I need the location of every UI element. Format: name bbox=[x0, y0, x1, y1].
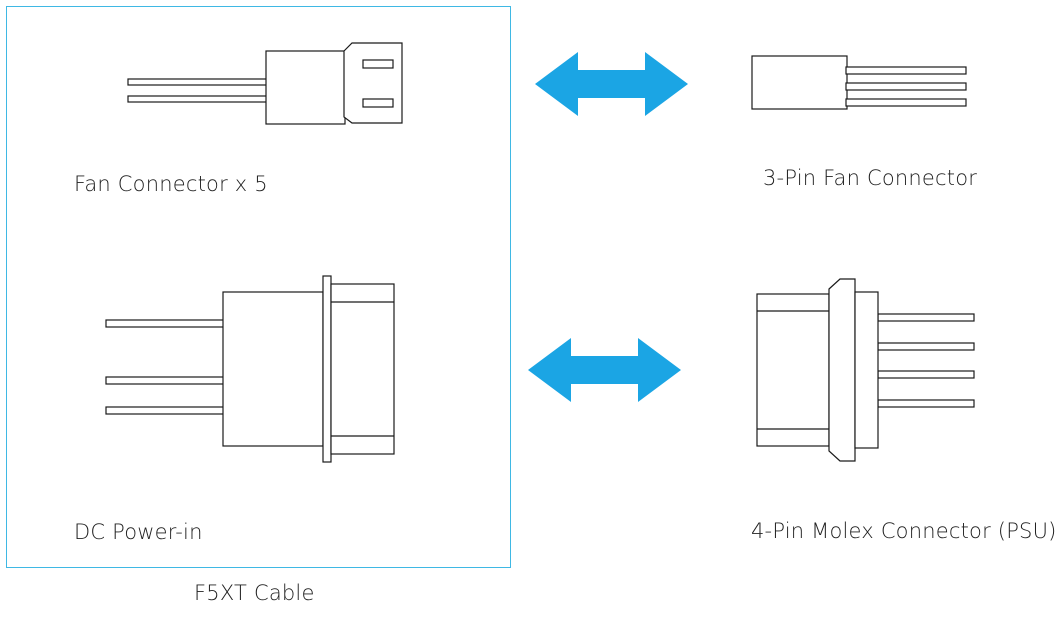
three-pin-body bbox=[751, 55, 848, 110]
dc-power-in-label: DC Power-in bbox=[74, 520, 203, 544]
fan-connector-drawing bbox=[127, 42, 403, 125]
f5xt-cable-frame bbox=[6, 6, 511, 568]
three-pin-wire-1 bbox=[845, 66, 967, 75]
molex-flange bbox=[828, 278, 856, 462]
molex-wire-1 bbox=[877, 313, 975, 322]
molex-body bbox=[854, 291, 879, 449]
three-pin-wire-3 bbox=[845, 98, 967, 107]
fan-connector-slot-top bbox=[362, 59, 394, 69]
power-connector-body bbox=[222, 291, 324, 447]
three-pin-wire-2 bbox=[845, 82, 967, 91]
power-connector-housing bbox=[330, 283, 395, 455]
fan-connector-label: Fan Connector x 5 bbox=[74, 172, 268, 196]
three-pin-fan-drawing bbox=[751, 55, 967, 110]
molex-wire-2 bbox=[877, 342, 975, 351]
power-connector-flange bbox=[322, 275, 332, 463]
molex-housing bbox=[756, 293, 830, 447]
three-pin-fan-label: 3-Pin Fan Connector bbox=[763, 166, 978, 190]
molex-wire-3 bbox=[877, 370, 975, 379]
fan-wire-2 bbox=[127, 95, 268, 103]
power-wire-3 bbox=[105, 406, 225, 415]
fan-wire-1 bbox=[127, 78, 268, 86]
dc-power-in-drawing bbox=[105, 275, 395, 463]
double-arrow-icon-bottom bbox=[528, 338, 681, 402]
f5xt-cable-caption: F5XT Cable bbox=[194, 581, 315, 605]
fan-connector-slot-bottom bbox=[362, 98, 394, 108]
molex-wire-4 bbox=[877, 399, 975, 408]
double-arrow-icon-top bbox=[535, 52, 688, 116]
molex-drawing bbox=[756, 278, 975, 462]
power-wire-2 bbox=[105, 376, 225, 385]
fan-connector-body bbox=[265, 50, 346, 125]
molex-connector-label: 4-Pin Molex Connector (PSU) bbox=[751, 519, 1057, 543]
fan-connector-housing bbox=[343, 42, 403, 124]
power-wire-1 bbox=[105, 319, 225, 328]
